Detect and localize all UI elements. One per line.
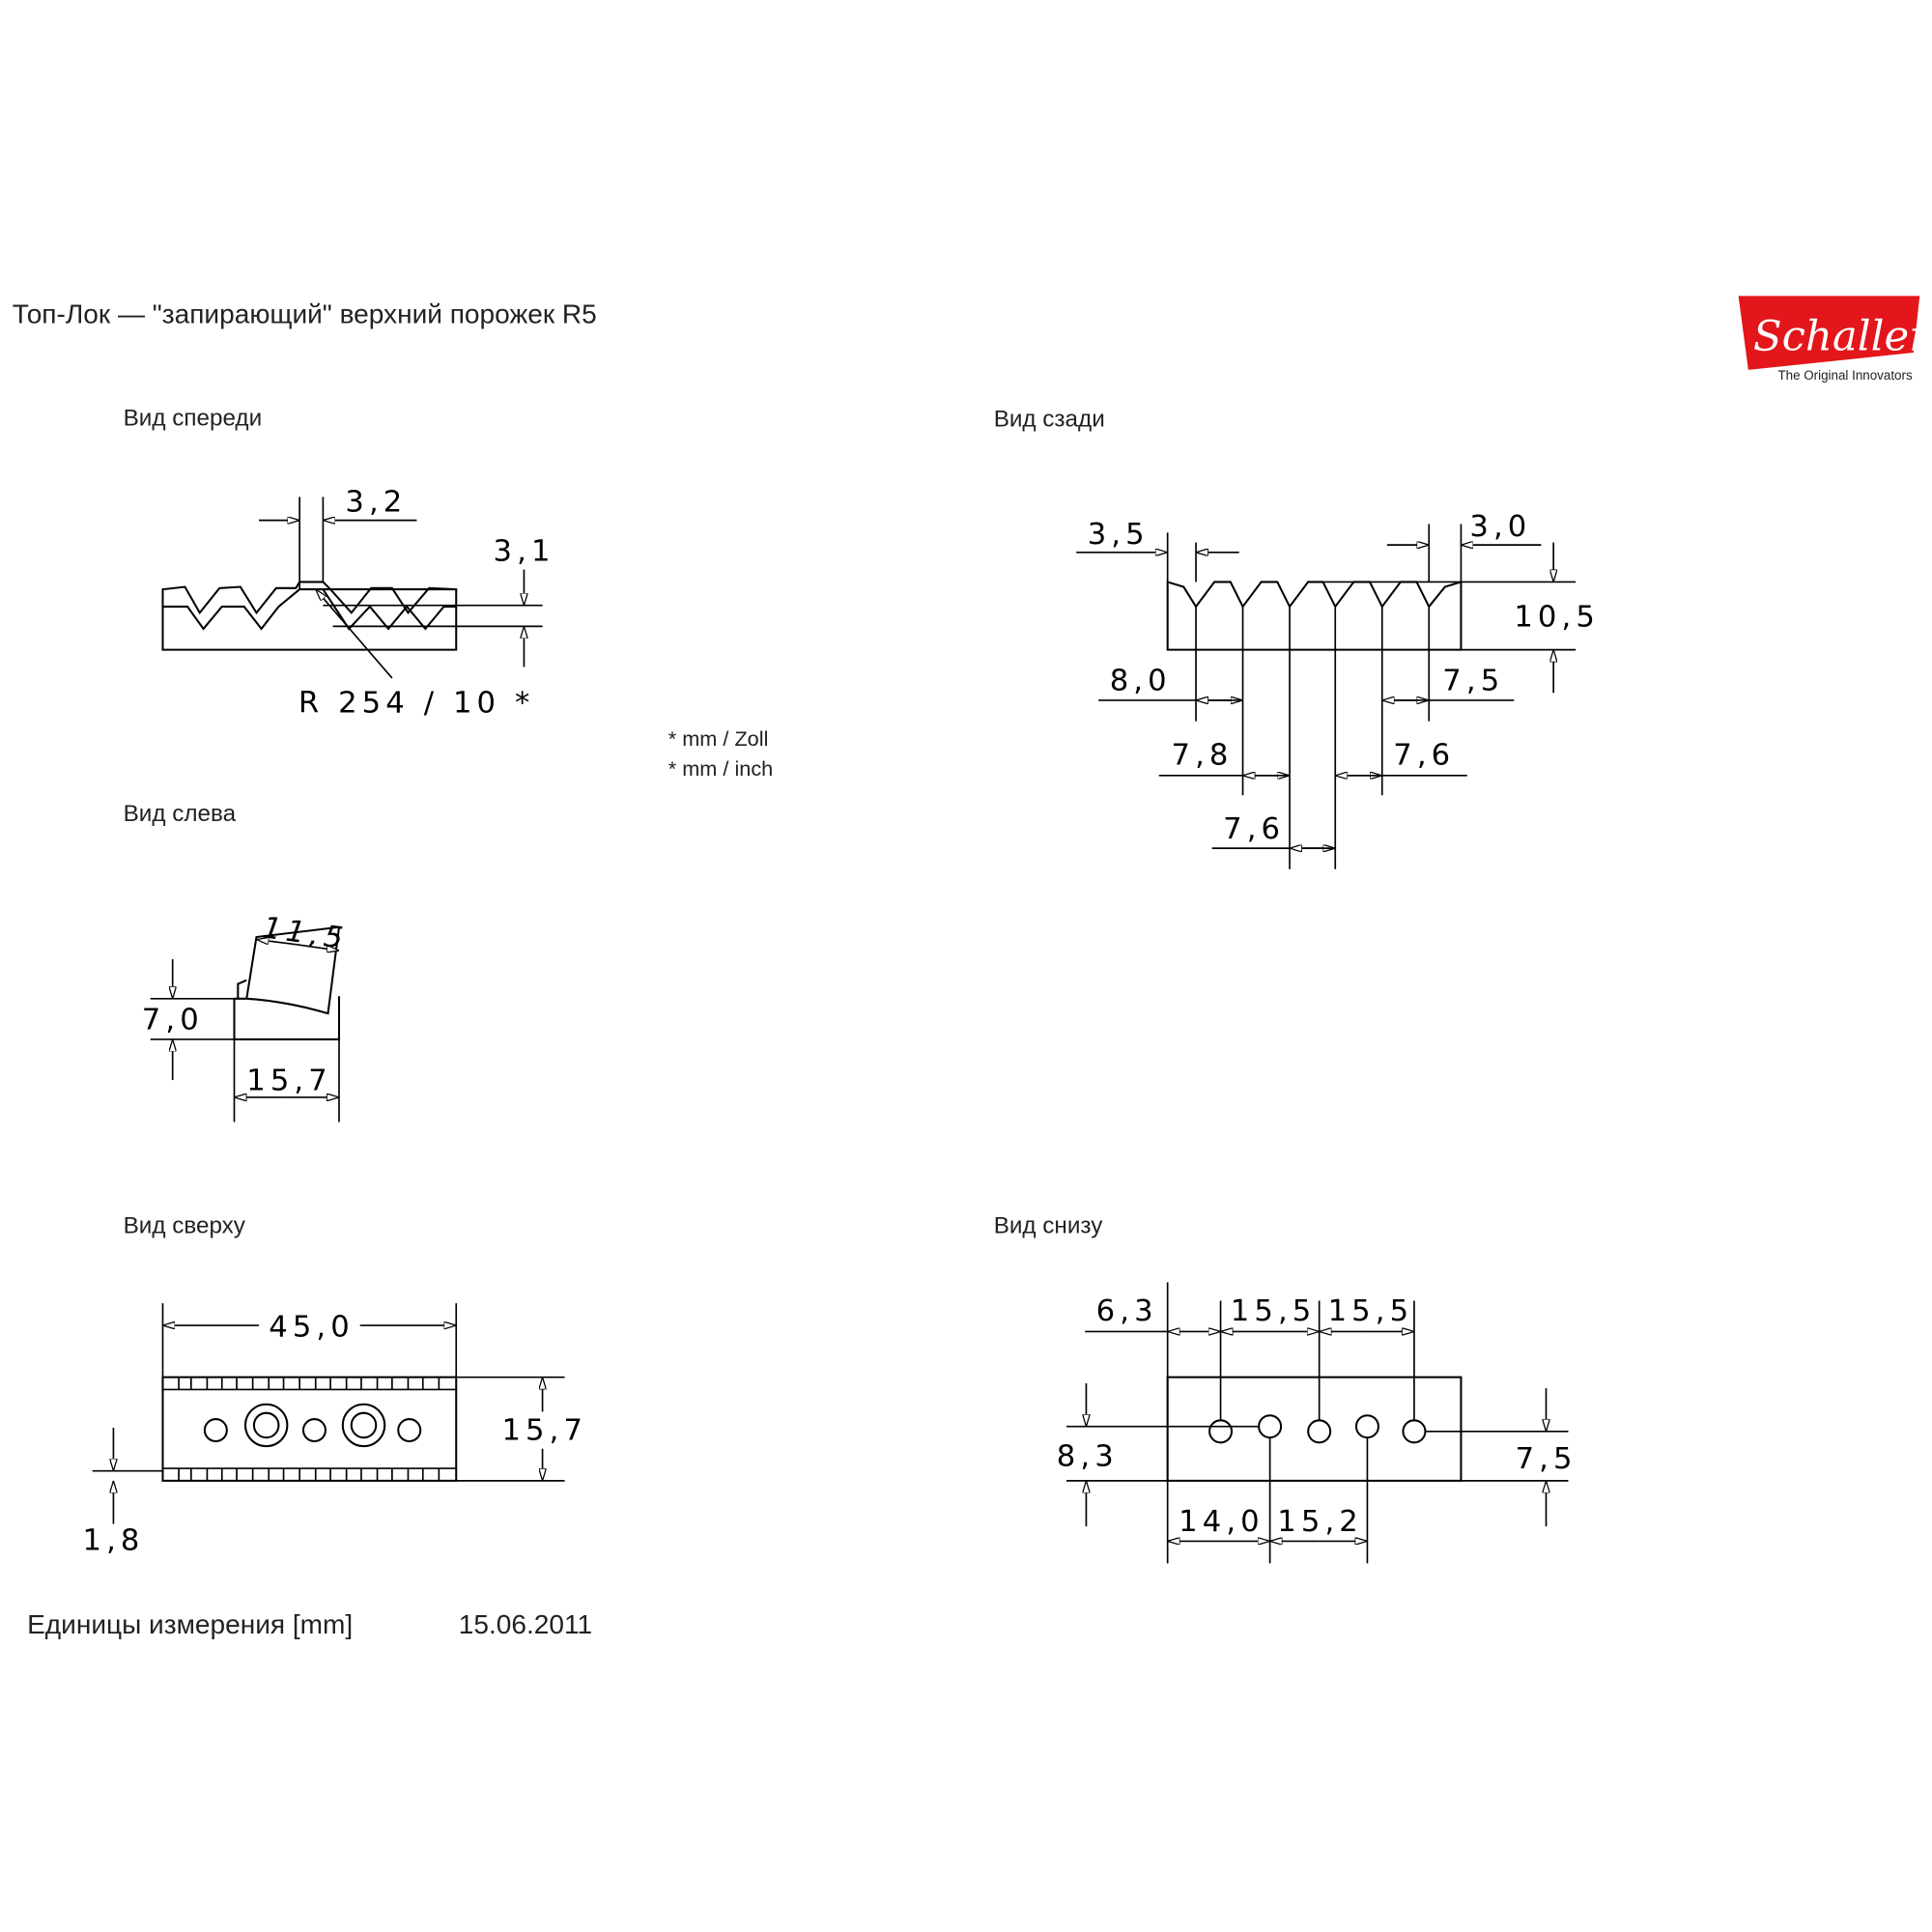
page-title: Топ-Лок — "запирающий" верхний порожек R… — [13, 298, 597, 328]
left-dim-top: 11,5 — [260, 911, 350, 956]
top-view: Вид сверху 45,0 15,7 1,8 — [83, 1212, 587, 1557]
bottom-view-label: Вид снизу — [994, 1212, 1104, 1238]
left-dim-width: 15,7 — [246, 1064, 332, 1097]
back-dim-height: 10,5 — [1514, 600, 1600, 634]
units-label: Единицы измерения [mm] — [27, 1609, 353, 1639]
back-dim-e: 7,6 — [1223, 812, 1285, 846]
hole — [397, 1418, 422, 1443]
bottom-dim-c: 15,5 — [1328, 1294, 1414, 1328]
bottom-view: Вид снизу 6,3 15,5 15,5 14,0 15,2 8,3 7,… — [994, 1212, 1577, 1564]
back-dim-right: 3,0 — [1469, 510, 1531, 544]
screw-hole — [243, 1403, 289, 1448]
bottom-dim-a: 6,3 — [1096, 1294, 1158, 1328]
back-view-label: Вид сзади — [994, 407, 1105, 433]
date-label: 15.06.2011 — [459, 1609, 592, 1639]
bottom-dim-left: 8,3 — [1057, 1440, 1119, 1474]
hole — [1208, 1419, 1234, 1444]
hole — [1354, 1414, 1379, 1439]
front-dim-width: 3,2 — [345, 486, 407, 520]
bottom-dim-b: 15,5 — [1231, 1294, 1317, 1328]
top-dim-offset: 1,8 — [83, 1523, 145, 1557]
hole — [1402, 1419, 1427, 1444]
back-dim-left: 3,5 — [1088, 518, 1150, 552]
top-view-label: Вид сверху — [124, 1212, 246, 1238]
screw-hole — [341, 1403, 386, 1448]
back-dim-a: 8,0 — [1110, 665, 1172, 698]
schaller-logo: Schaller The Original Innovators — [1738, 296, 1931, 383]
note-zoll: * mm / Zoll — [668, 726, 769, 751]
hole — [1307, 1419, 1332, 1444]
logo-brand: Schaller — [1753, 312, 1931, 360]
back-dim-c: 7,8 — [1172, 738, 1234, 772]
bottom-dim-e: 15,2 — [1277, 1505, 1363, 1539]
left-dim-height: 7,0 — [142, 1004, 204, 1037]
back-view: Вид сзади 3,5 3,0 10,5 8,0 7,5 7,8 7,6 7… — [994, 407, 1600, 869]
left-view: Вид слева 7,0 15,7 11,5 — [124, 801, 350, 1122]
front-dim-height: 3,1 — [494, 535, 555, 569]
back-dim-d: 7,6 — [1393, 738, 1455, 772]
bottom-dim-right: 7,5 — [1516, 1442, 1577, 1476]
front-radius: R 254 / 10 * — [298, 687, 535, 721]
bottom-dim-d: 14,0 — [1179, 1505, 1264, 1539]
hole — [203, 1418, 228, 1443]
left-view-label: Вид слева — [124, 801, 237, 827]
top-dim-depth: 15,7 — [501, 1414, 587, 1448]
logo-tagline: The Original Innovators — [1777, 368, 1912, 383]
note-inch: * mm / inch — [668, 756, 773, 781]
top-dim-length: 45,0 — [269, 1311, 355, 1345]
hole — [1258, 1414, 1283, 1439]
front-view-label: Вид спереди — [124, 405, 263, 431]
back-dim-b: 7,5 — [1442, 665, 1504, 698]
hole — [301, 1418, 327, 1443]
front-view: Вид спереди 3,2 3,1 R 254 / 10 * — [124, 405, 555, 721]
